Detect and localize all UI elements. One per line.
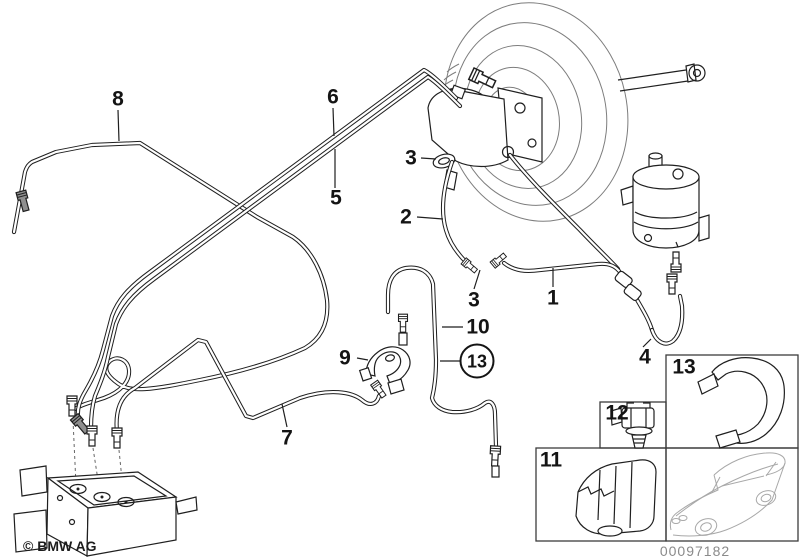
callout-3b[interactable]: 3 [468,288,480,312]
callout-6[interactable]: 6 [327,85,339,109]
callout-2[interactable]: 2 [400,205,412,229]
brake-pipe-8 [11,140,330,412]
brake-pipe-4 [649,241,685,346]
callout-10[interactable]: 10 [466,315,490,339]
pushrod-drawing [617,63,706,92]
callout-13-inset[interactable]: 13 [672,355,696,379]
callout-3a[interactable]: 3 [405,146,417,170]
car-thumbnail [669,452,786,537]
brake-pipe-7 [114,337,382,435]
brake-hose-10 [385,265,499,449]
callout-1[interactable]: 1 [547,286,559,310]
brake-hose-1 [501,152,655,333]
abs-unit-drawing [13,395,198,558]
dsc-pump-drawing [620,152,710,249]
callout-8[interactable]: 8 [112,87,124,111]
callout-11-inset[interactable]: 11 [539,448,563,472]
callout-7[interactable]: 7 [281,426,293,450]
diagram-number: 00097182 [659,543,731,559]
callout-9[interactable]: 9 [339,346,351,370]
inset-part-12 [610,402,655,449]
callout-13-circled[interactable]: 13 [459,343,495,379]
callout-12-inset[interactable]: 12 [605,401,629,425]
master-cylinder-drawing [427,67,543,191]
bracket-9-part [358,346,411,395]
callout-4[interactable]: 4 [639,345,651,369]
vacuum-hose-2 [441,159,469,265]
inset-part-11 [575,459,657,537]
brake-pipe-6 [75,67,459,421]
hose-coupling [614,270,642,302]
pipe-fittings [15,189,682,478]
inset-boxes [535,354,799,542]
callout-leader-lines [117,107,652,428]
bmw-copyright: © BMW AG [23,538,97,554]
brake-pipe-5 [88,74,463,431]
inset-part-13 [697,357,785,449]
callout-5[interactable]: 5 [330,186,342,210]
